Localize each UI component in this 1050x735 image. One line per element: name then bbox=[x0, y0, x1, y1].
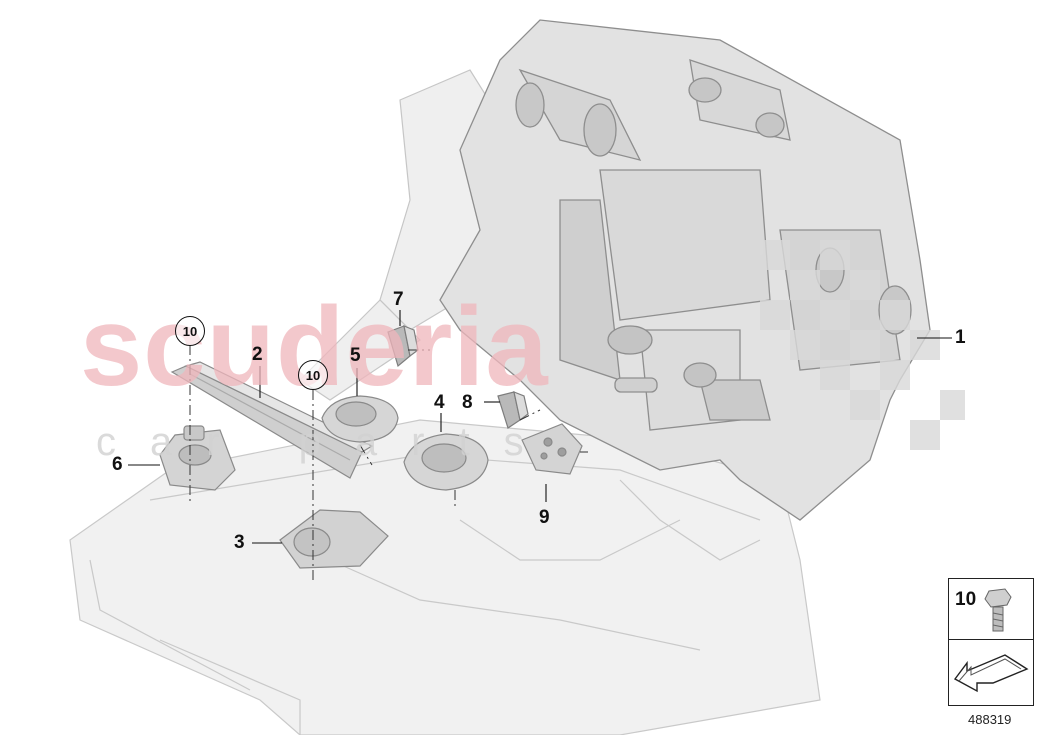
center-lines bbox=[189, 345, 588, 580]
block-part-9 bbox=[521, 423, 583, 475]
callout-3: 3 bbox=[234, 532, 245, 553]
callout-7: 7 bbox=[393, 289, 404, 310]
callout-5: 5 bbox=[350, 345, 361, 366]
callout-8: 8 bbox=[462, 392, 473, 413]
rear-panel-part-1 bbox=[439, 19, 931, 521]
callout-10-circled-center: 10 bbox=[298, 360, 328, 390]
watermark-subtitle: car parts bbox=[96, 420, 558, 464]
bracket-part-7 bbox=[387, 325, 419, 368]
legend-drawings bbox=[953, 588, 1029, 693]
bolt-icon bbox=[984, 588, 1012, 632]
diagram-number: 488319 bbox=[968, 712, 1012, 727]
callout-1: 1 bbox=[955, 327, 966, 348]
cup-part-4 bbox=[403, 433, 489, 491]
fastener-legend: 10 bbox=[948, 578, 1034, 706]
mount-part-3 bbox=[279, 509, 389, 569]
watermark-brand: scuderia bbox=[80, 284, 549, 409]
callout-6: 6 bbox=[112, 454, 123, 475]
checkered-flag-watermark bbox=[760, 240, 965, 450]
callout-4: 4 bbox=[434, 392, 445, 413]
floor-pan bbox=[69, 419, 821, 735]
cup-part-5 bbox=[321, 395, 399, 443]
legend-part-number: 10 bbox=[955, 589, 977, 610]
callout-10-circled-left: 10 bbox=[175, 316, 205, 346]
leader-lines bbox=[128, 310, 952, 544]
callout-9: 9 bbox=[539, 507, 550, 528]
callout-2: 2 bbox=[252, 344, 263, 365]
legend-divider bbox=[949, 639, 1033, 640]
arrow-icon bbox=[953, 654, 1029, 693]
bracket-part-6 bbox=[159, 425, 236, 491]
rail-part-2 bbox=[170, 361, 374, 479]
